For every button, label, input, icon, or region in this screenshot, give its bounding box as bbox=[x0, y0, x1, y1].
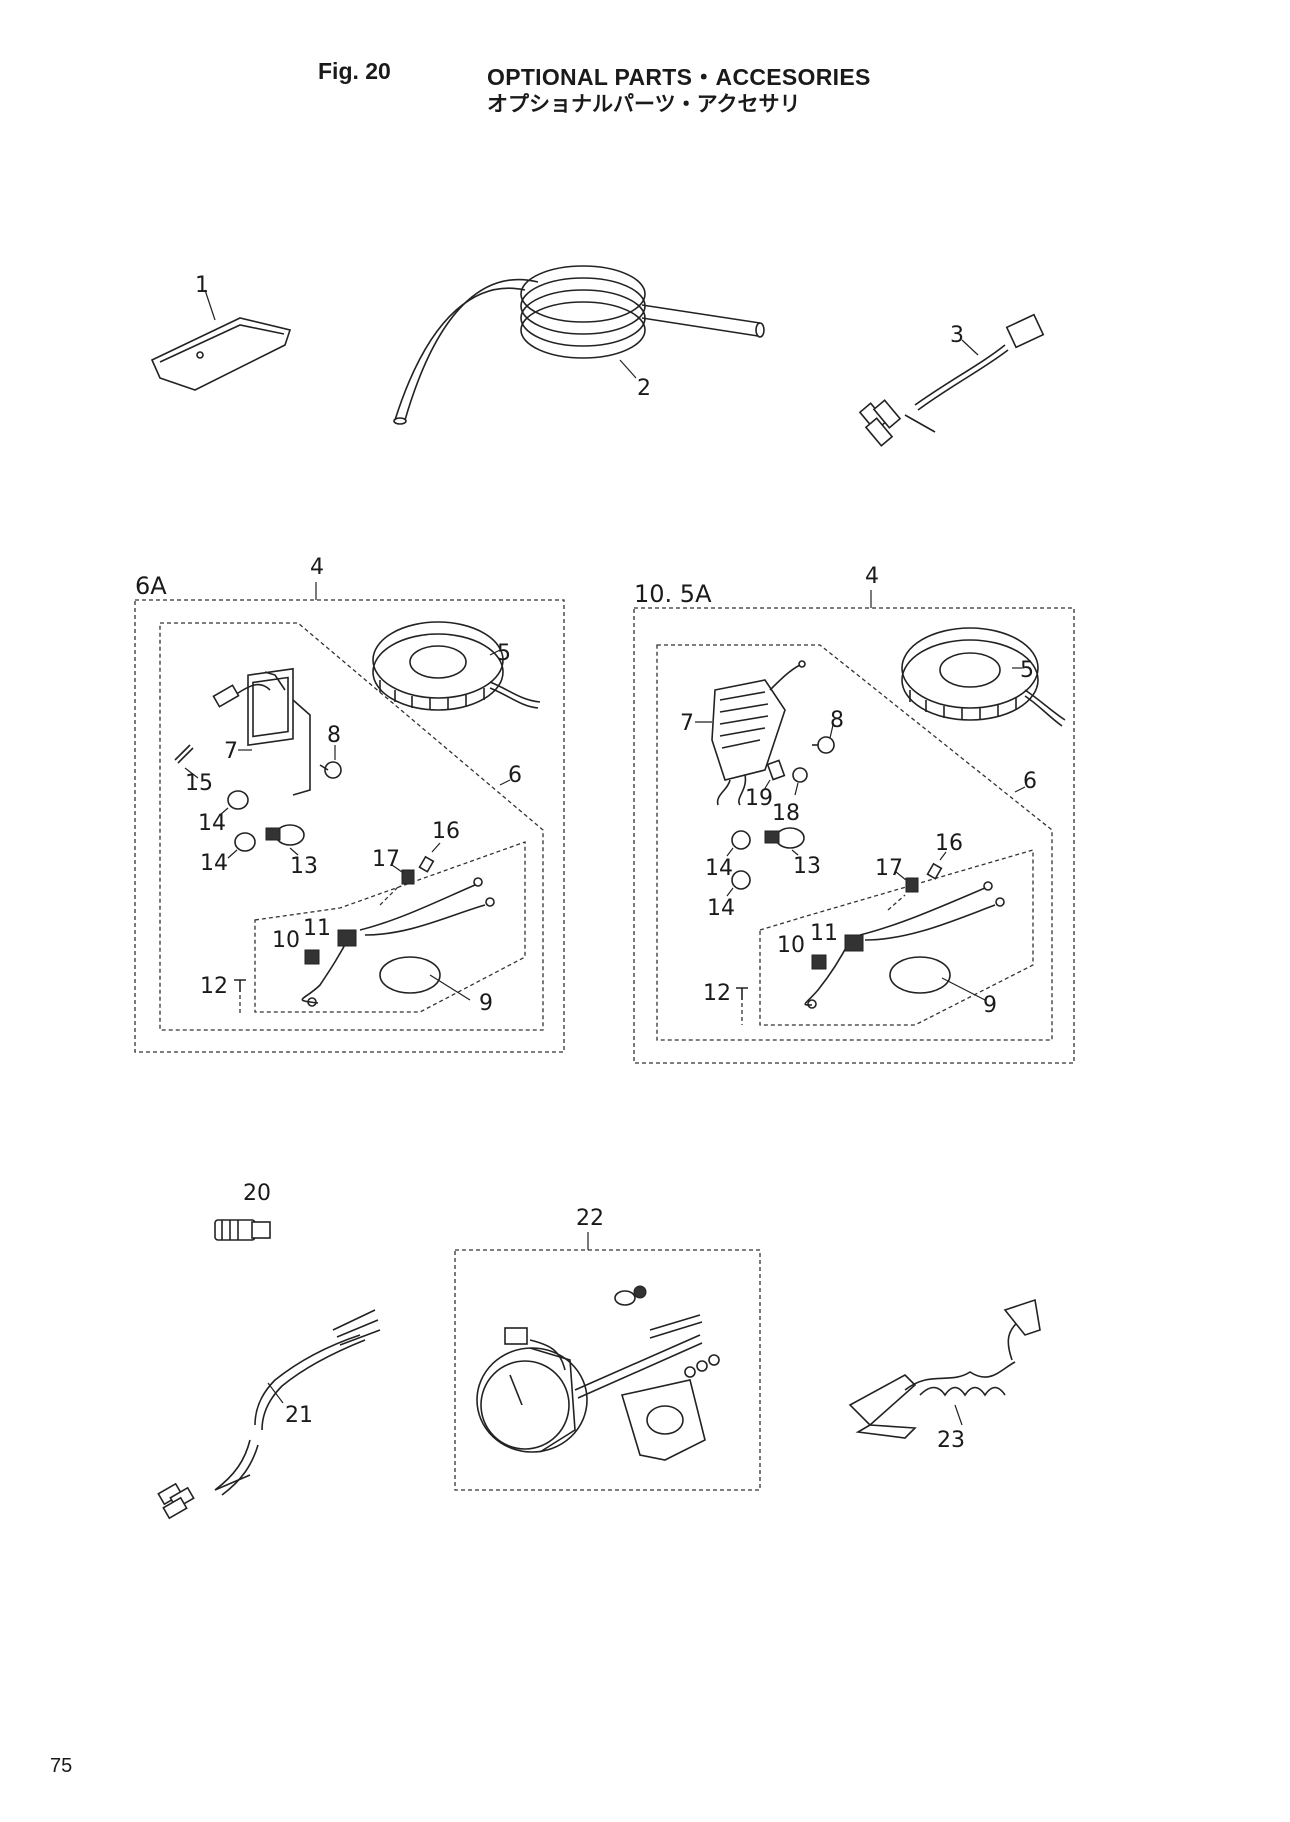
part-2-hose-coil bbox=[393, 265, 765, 425]
part-16-cap-left bbox=[418, 842, 441, 873]
kit-rating-left: 6A bbox=[135, 572, 167, 600]
callout-5-right: 5 bbox=[1020, 658, 1034, 683]
kit-subbox-right bbox=[656, 644, 1053, 1041]
callout-15-left: 15 bbox=[185, 771, 213, 796]
callout-17-left: 17 bbox=[372, 847, 400, 872]
part-3-lead-wire bbox=[858, 313, 1045, 447]
kit-rating-right: 10. 5A bbox=[634, 580, 712, 608]
callout-14-right-b: 14 bbox=[707, 896, 735, 921]
page-number: 75 bbox=[50, 1755, 73, 1777]
callout-11-left: 11 bbox=[303, 916, 331, 941]
callout-8-left: 8 bbox=[327, 723, 341, 748]
part-15-pin-left bbox=[174, 744, 199, 779]
callout-6-left: 6 bbox=[508, 763, 522, 788]
callout-13-right: 13 bbox=[793, 854, 821, 879]
callout-6-right: 6 bbox=[1023, 769, 1037, 794]
callout-7-right: 7 bbox=[680, 711, 694, 736]
part-14-clamp-left-b bbox=[227, 832, 256, 859]
callout-17-right: 17 bbox=[875, 856, 903, 881]
part-5-stator-right bbox=[901, 627, 1066, 727]
part-7-regulator-left bbox=[212, 667, 311, 796]
part-13-clamp-left bbox=[265, 824, 305, 856]
callout-3: 3 bbox=[950, 323, 964, 348]
callout-11-right: 11 bbox=[810, 921, 838, 946]
callout-7-left: 7 bbox=[224, 739, 238, 764]
part-10-connector-right bbox=[811, 934, 864, 970]
part-17-terminal-left bbox=[379, 864, 415, 906]
part-5-stator-left bbox=[372, 621, 541, 711]
part-14-clamp-right-a bbox=[726, 830, 751, 857]
part-7-regulator-right bbox=[695, 660, 806, 806]
figure-title-japanese: オプショナルパーツ・アクセサリ bbox=[487, 92, 801, 116]
part-19-collar-right bbox=[763, 759, 786, 791]
callout-12-right: 12 bbox=[703, 981, 731, 1006]
callout-5-left: 5 bbox=[497, 641, 511, 666]
callout-14-left-a: 14 bbox=[198, 811, 226, 836]
callout-9-left: 9 bbox=[479, 991, 493, 1016]
part-13-clamp-right bbox=[764, 827, 805, 856]
figure-number: Fig. 20 bbox=[318, 58, 391, 84]
callout-21: 21 bbox=[285, 1403, 313, 1428]
callout-10-right: 10 bbox=[777, 933, 805, 958]
callout-14-right-a: 14 bbox=[705, 856, 733, 881]
part-9-harness-right bbox=[804, 881, 1005, 1009]
callout-20: 20 bbox=[243, 1181, 271, 1206]
part-16-cap-right bbox=[926, 851, 947, 880]
part-18-bolt-right bbox=[792, 767, 808, 796]
part-1-tool-pouch bbox=[150, 289, 292, 391]
callout-16-right: 16 bbox=[935, 831, 963, 856]
part-8-bolt-left bbox=[319, 745, 342, 779]
meter-kit-box bbox=[454, 1249, 761, 1491]
part-12-screw-right bbox=[736, 987, 748, 1025]
callout-16-left: 16 bbox=[432, 819, 460, 844]
callout-9-right: 9 bbox=[983, 993, 997, 1018]
part-14-clamp-left-a bbox=[219, 790, 249, 816]
part-14-clamp-right-b bbox=[726, 870, 751, 897]
part-22-meter-kit bbox=[476, 1285, 720, 1461]
harness-box-left bbox=[254, 841, 526, 1013]
figure-title-english: OPTIONAL PARTS・ACCESORIES bbox=[487, 64, 871, 90]
part-21-extension-harness bbox=[157, 1309, 381, 1520]
callout-19-right: 19 bbox=[745, 786, 773, 811]
kit-box-right bbox=[633, 607, 1075, 1064]
callout-18-right: 18 bbox=[772, 801, 800, 826]
callout-1: 1 bbox=[195, 273, 209, 298]
callout-4-right: 4 bbox=[865, 564, 879, 589]
callout-8-right: 8 bbox=[830, 708, 844, 733]
callout-4-left: 4 bbox=[310, 555, 324, 580]
part-9-harness-left bbox=[301, 877, 495, 1007]
part-17-terminal-right bbox=[887, 871, 919, 911]
kit-box-left bbox=[134, 599, 565, 1053]
callout-13-left: 13 bbox=[290, 854, 318, 879]
callout-12-left: 12 bbox=[200, 974, 228, 999]
kit-subbox-left bbox=[159, 622, 544, 1031]
callout-23: 23 bbox=[937, 1428, 965, 1453]
callout-14-left-b: 14 bbox=[200, 851, 228, 876]
part-8-bolt-right bbox=[812, 724, 835, 754]
part-23-stop-lanyard bbox=[848, 1298, 1041, 1439]
part-20-hose-fitting bbox=[214, 1219, 271, 1241]
callout-10-left: 10 bbox=[272, 928, 300, 953]
callout-22: 22 bbox=[576, 1206, 604, 1231]
part-12-screw-left bbox=[234, 979, 246, 1015]
part-10-connector-left bbox=[304, 929, 357, 965]
harness-box-right bbox=[759, 849, 1034, 1026]
callout-2: 2 bbox=[637, 376, 651, 401]
